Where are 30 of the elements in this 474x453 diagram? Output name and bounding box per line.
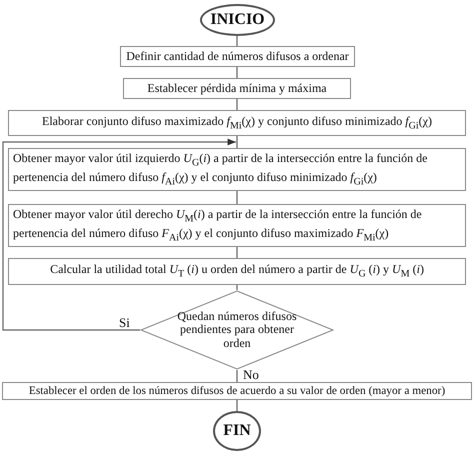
step-text: Obtener mayor valor útil izquierdo U$_{G}$(i) a partir de la intersección entre la función de pertenencia del número difuso f$_{Ai}$(χ) y el conjunto difuso minimizado f$_{Gi}$(χ)	[13, 150, 428, 188]
step-text: Calcular la utilidad total U$_{T}$ (i) u orden del número a partir de U$_{G}$ (i) y U$_{M}$ (i)	[50, 262, 424, 281]
connector-line	[236, 191, 238, 204]
process-box	[8, 204, 466, 247]
terminal-label: FIN	[223, 421, 251, 441]
process-box	[8, 148, 466, 191]
step-text: Elaborar conjunto difuso maximizado f$_{Mi}$(χ) y conjunto difuso minimizado f$_{Gi}$(χ)	[42, 114, 432, 132]
decision-text: Quedan números difusos pendientes para obtener orden	[176, 310, 298, 350]
process-box	[2, 382, 472, 400]
process-box	[8, 258, 466, 285]
connector-line	[236, 67, 238, 78]
connector-line	[236, 136, 238, 148]
process-box	[120, 46, 355, 67]
connector-line	[236, 247, 238, 258]
step-text: Obtener mayor valor útil derecho U$_{M}$(i) a partir de la intersección entre la función de pertenencia del número difuso F$_{Ai}$(χ) y el conjunto difuso maximizado F$_{Mi}$(χ)	[13, 206, 423, 244]
terminal-ellipse	[213, 411, 261, 451]
arrow	[2, 138, 236, 331]
connector-line	[236, 36, 238, 46]
decision-diamond	[140, 290, 334, 370]
step-text: Establecer el orden de los números difusos de acuerdo a su valor de orden (mayor a menor)	[28, 384, 446, 398]
connector-line	[236, 99, 238, 110]
edge-label: Si	[118, 316, 131, 329]
step-text: Establecer pérdida mínima y máxima	[147, 81, 327, 96]
connector-line	[236, 370, 238, 382]
edge-label: No	[242, 368, 260, 381]
step-text: Definir cantidad de números difusos a ordenar	[126, 49, 349, 64]
terminal-label: INICIO	[210, 10, 265, 30]
process-box	[123, 78, 351, 99]
connector-line	[236, 400, 238, 411]
process-box	[8, 110, 466, 136]
